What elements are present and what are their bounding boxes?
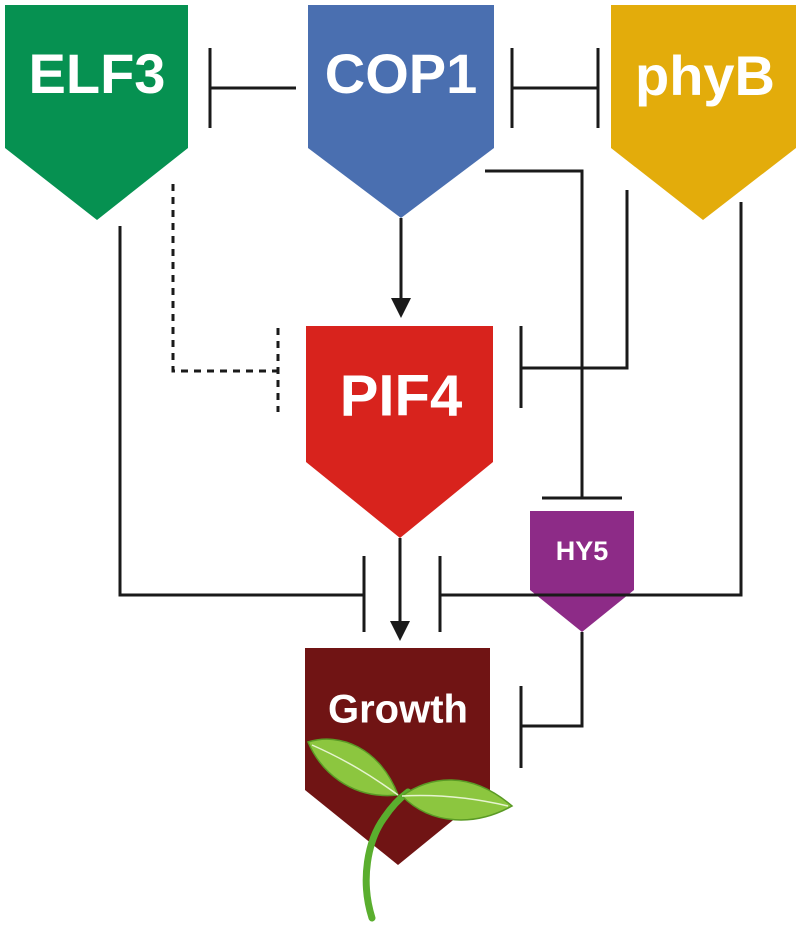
edge-line — [521, 190, 629, 370]
seedling-icon — [306, 738, 514, 922]
leaf-vein — [401, 794, 509, 807]
edge-cop1-phyb-mutual-inhibition — [510, 48, 600, 128]
node-phyb-label: phyB — [635, 44, 775, 107]
seedling-leaf-right — [400, 779, 514, 821]
edge-line — [440, 202, 743, 597]
node-cop1-label: COP1 — [325, 42, 478, 105]
node-hy5-shape — [530, 511, 634, 632]
node-pif4-label: PIF4 — [340, 363, 463, 428]
node-elf3: ELF3 — [5, 5, 188, 220]
node-elf3-shape — [5, 5, 188, 220]
edge-cop1-activates-pif4 — [391, 218, 411, 318]
node-elf3-label: ELF3 — [29, 42, 166, 105]
edge-phyb-inhibits-growth — [438, 202, 743, 632]
node-pif4-shape — [306, 326, 493, 538]
arrowhead — [391, 298, 411, 318]
edge-cop1-inhibits-hy5 — [485, 169, 622, 500]
edge-hy5-inhibits-growth — [519, 632, 584, 768]
seedling-stem — [362, 788, 412, 922]
edge-elf3-inhibits-growth — [118, 226, 366, 632]
node-phyb-shape — [611, 5, 796, 220]
edge-pif4-activates-growth — [390, 538, 410, 641]
leaf-vein — [311, 744, 399, 796]
edge-elf3-inhibits-pif4-dashed — [171, 184, 280, 412]
edge-line — [521, 632, 584, 728]
edge-phyb-inhibits-pif4 — [519, 190, 629, 408]
node-hy5: HY5 — [530, 511, 634, 632]
node-cop1: COP1 — [308, 5, 494, 218]
edge-line — [171, 184, 278, 373]
node-hy5-label: HY5 — [556, 536, 609, 566]
arrowhead — [390, 621, 410, 641]
node-cop1-shape — [308, 5, 494, 218]
node-pif4: PIF4 — [306, 326, 493, 538]
edge-line — [485, 169, 584, 498]
edge-line — [118, 226, 364, 597]
edge-cop1-inhibits-elf3 — [208, 48, 296, 128]
node-phyb: phyB — [611, 5, 796, 220]
node-growth-label: Growth — [328, 688, 468, 732]
